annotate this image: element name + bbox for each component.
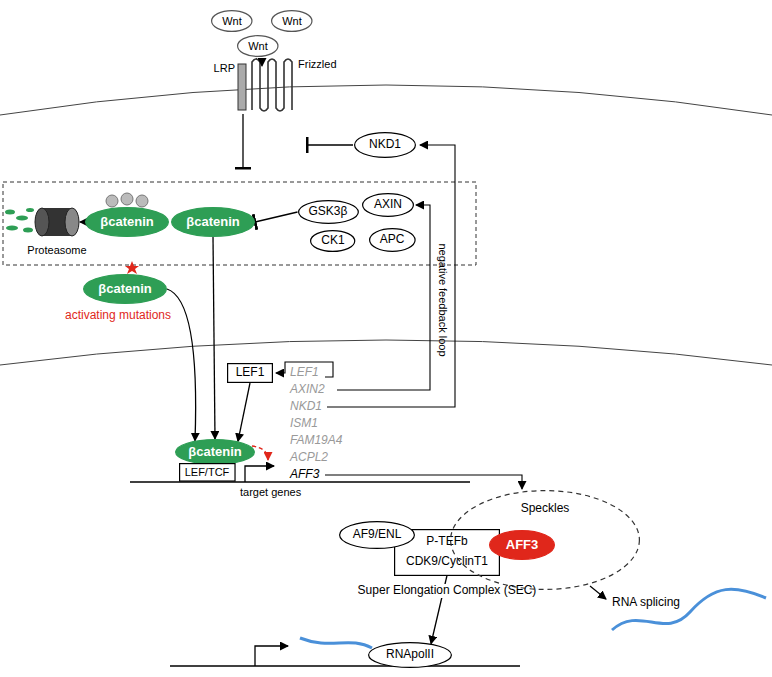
- node-label: CDK9/CyclinT1: [406, 555, 488, 569]
- node-label: GSK3β: [309, 205, 348, 219]
- arrow-connector: [238, 383, 250, 441]
- rna-strand: [612, 589, 766, 630]
- inhibition-line: [242, 114, 243, 168]
- node-label: APC: [380, 233, 405, 247]
- inhibition-line: [307, 144, 353, 145]
- ellipse-node: βcatenin: [85, 207, 169, 237]
- destruction-box: [3, 182, 476, 265]
- text-label: Super Elongation Complex (SEC): [355, 584, 540, 598]
- text-label: NKD1: [290, 400, 322, 414]
- node-label: βcatenin: [100, 215, 153, 230]
- ellipse-node: CK1: [310, 230, 355, 252]
- node-label: βcatenin: [186, 215, 239, 230]
- cell-membrane: [0, 85, 772, 115]
- node-label: βcatenin: [188, 445, 241, 460]
- ellipse-node: NKD1: [354, 132, 416, 158]
- text-label: activating mutations: [65, 309, 171, 323]
- ellipse-node: βcatenin: [83, 274, 167, 304]
- text-label: LEF1: [290, 366, 319, 380]
- receptor: [238, 58, 292, 111]
- ellipse-node: Wnt: [237, 35, 279, 57]
- node-label: Wnt: [248, 40, 268, 53]
- arrow-connector: [167, 289, 196, 441]
- proteasome: [35, 208, 84, 236]
- text-label: Frizzled: [298, 58, 337, 71]
- nuclear-membrane: [0, 340, 772, 365]
- ellipse-node: Wnt: [211, 10, 253, 32]
- text-label: Proteasome: [27, 244, 86, 257]
- membranes: [0, 85, 772, 365]
- wnt-binding-arrow: [256, 58, 262, 66]
- text-label: AFF3: [290, 468, 319, 482]
- lrp-symbol: [238, 64, 246, 110]
- inhibition-connector: [255, 212, 298, 222]
- node-label: Speckles: [521, 502, 570, 516]
- arrow-connector: [213, 237, 215, 439]
- text-label: LRP: [214, 62, 235, 75]
- text-label: FAM19A4: [290, 434, 342, 448]
- node-label: P-TEFb: [426, 535, 467, 549]
- node-label: RNApolII: [386, 648, 434, 662]
- rna-strand: [300, 638, 372, 648]
- ellipse-node: GSK3β: [298, 200, 359, 224]
- ellipse-node: APC: [369, 228, 416, 252]
- node-label: CK1: [321, 234, 344, 248]
- text-label: ACPL2: [290, 451, 328, 465]
- node-label: Wnt: [222, 15, 242, 28]
- box-node: LEF1: [227, 363, 273, 383]
- frizzled-symbol: [252, 59, 292, 111]
- ellipse-node: RNApolII: [368, 642, 452, 668]
- splicing-arrow: [590, 586, 606, 599]
- node-label: AF9/ENL: [353, 528, 402, 542]
- node-label: AFF3: [506, 538, 539, 553]
- node-label: LEF1: [236, 366, 265, 380]
- ellipse-node: AXIN: [362, 193, 414, 217]
- text-label: RNA splicing: [612, 596, 680, 610]
- box-node: LEF/TCF: [179, 463, 236, 482]
- node-label: NKD1: [369, 138, 401, 152]
- dna: [130, 466, 520, 666]
- text-label: ISM1: [290, 417, 318, 431]
- node-label: Wnt: [282, 15, 302, 28]
- fragments: [5, 208, 34, 233]
- feedback-lines: [276, 145, 522, 489]
- node-label: βcatenin: [98, 282, 151, 297]
- ellipse-node: βcatenin: [171, 207, 255, 237]
- ellipse-node: AFF3: [489, 530, 555, 560]
- node-label: LEF/TCF: [185, 466, 230, 479]
- text-label: negative feedback loop: [437, 243, 450, 356]
- ellipse-node: Wnt: [271, 10, 313, 32]
- node-label: AXIN: [374, 198, 402, 212]
- text-label: AXIN2: [290, 383, 325, 397]
- ellipse-node: AF9/ENL: [339, 521, 415, 549]
- phospho-groups: [106, 193, 148, 207]
- ellipse-node: βcatenin: [175, 439, 255, 465]
- mutation-star: [125, 261, 139, 274]
- ellipse-node: SpecklesAFF3: [450, 490, 640, 590]
- text-label: target genes: [240, 486, 301, 499]
